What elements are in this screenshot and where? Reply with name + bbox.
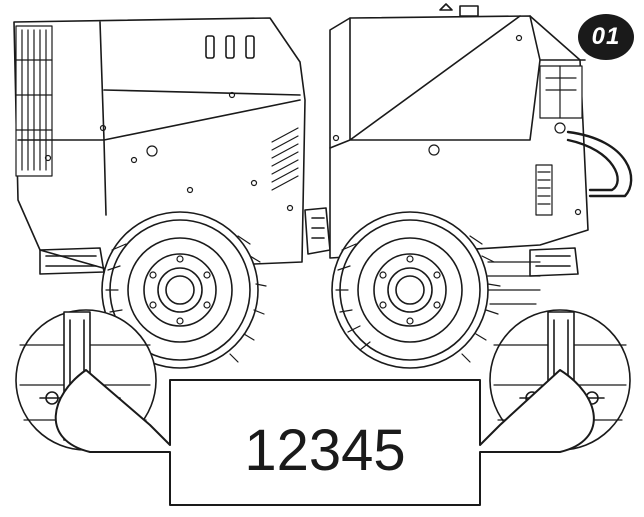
right-drum-pads <box>335 235 501 363</box>
left-bumper <box>39 247 105 275</box>
right-drum <box>331 211 541 369</box>
serial-number: 12345 <box>244 417 406 483</box>
right-drum-sheepsfoot <box>487 261 541 305</box>
right-panel-lines <box>329 15 586 149</box>
right-control-panel <box>332 34 583 216</box>
right-bumper <box>529 247 579 277</box>
left-grille <box>15 25 53 177</box>
left-drum-bolts <box>149 255 211 325</box>
hydraulic-hoses <box>566 130 633 198</box>
left-louvres <box>271 127 299 191</box>
left-drum <box>101 211 267 369</box>
left-module-outline <box>13 17 306 271</box>
step-badge-circle <box>578 14 634 60</box>
step-badge: 01 <box>578 14 634 60</box>
articulation-joint <box>304 207 331 255</box>
serial-plate-callout <box>54 369 595 506</box>
lifting-eye <box>439 3 453 11</box>
step-number: 01 <box>591 23 621 50</box>
left-top-slots <box>205 35 255 59</box>
right-module-outline <box>329 15 589 259</box>
left-panel-lines <box>17 21 301 216</box>
left-bolts <box>44 91 294 212</box>
machine-body <box>13 3 633 271</box>
top-light <box>459 5 479 17</box>
right-drum-bolts <box>379 255 441 325</box>
